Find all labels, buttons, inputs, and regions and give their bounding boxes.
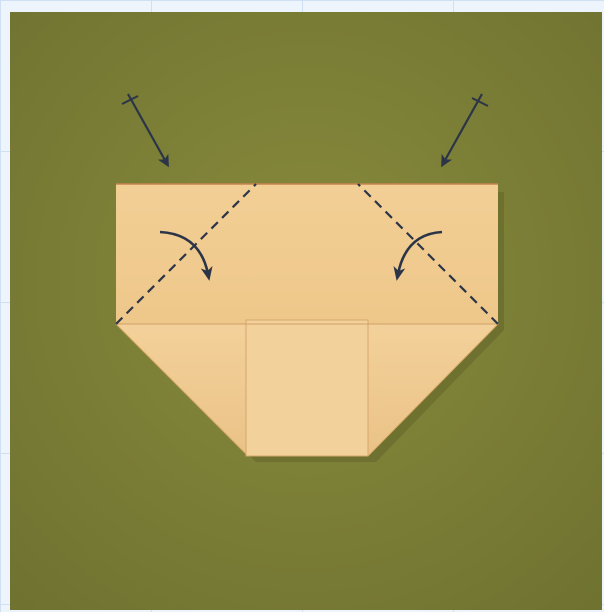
- origami-scene: [10, 12, 602, 610]
- paper-top-panel: [116, 184, 498, 324]
- origami-photo: [10, 12, 602, 610]
- paper-center-square: [246, 320, 368, 456]
